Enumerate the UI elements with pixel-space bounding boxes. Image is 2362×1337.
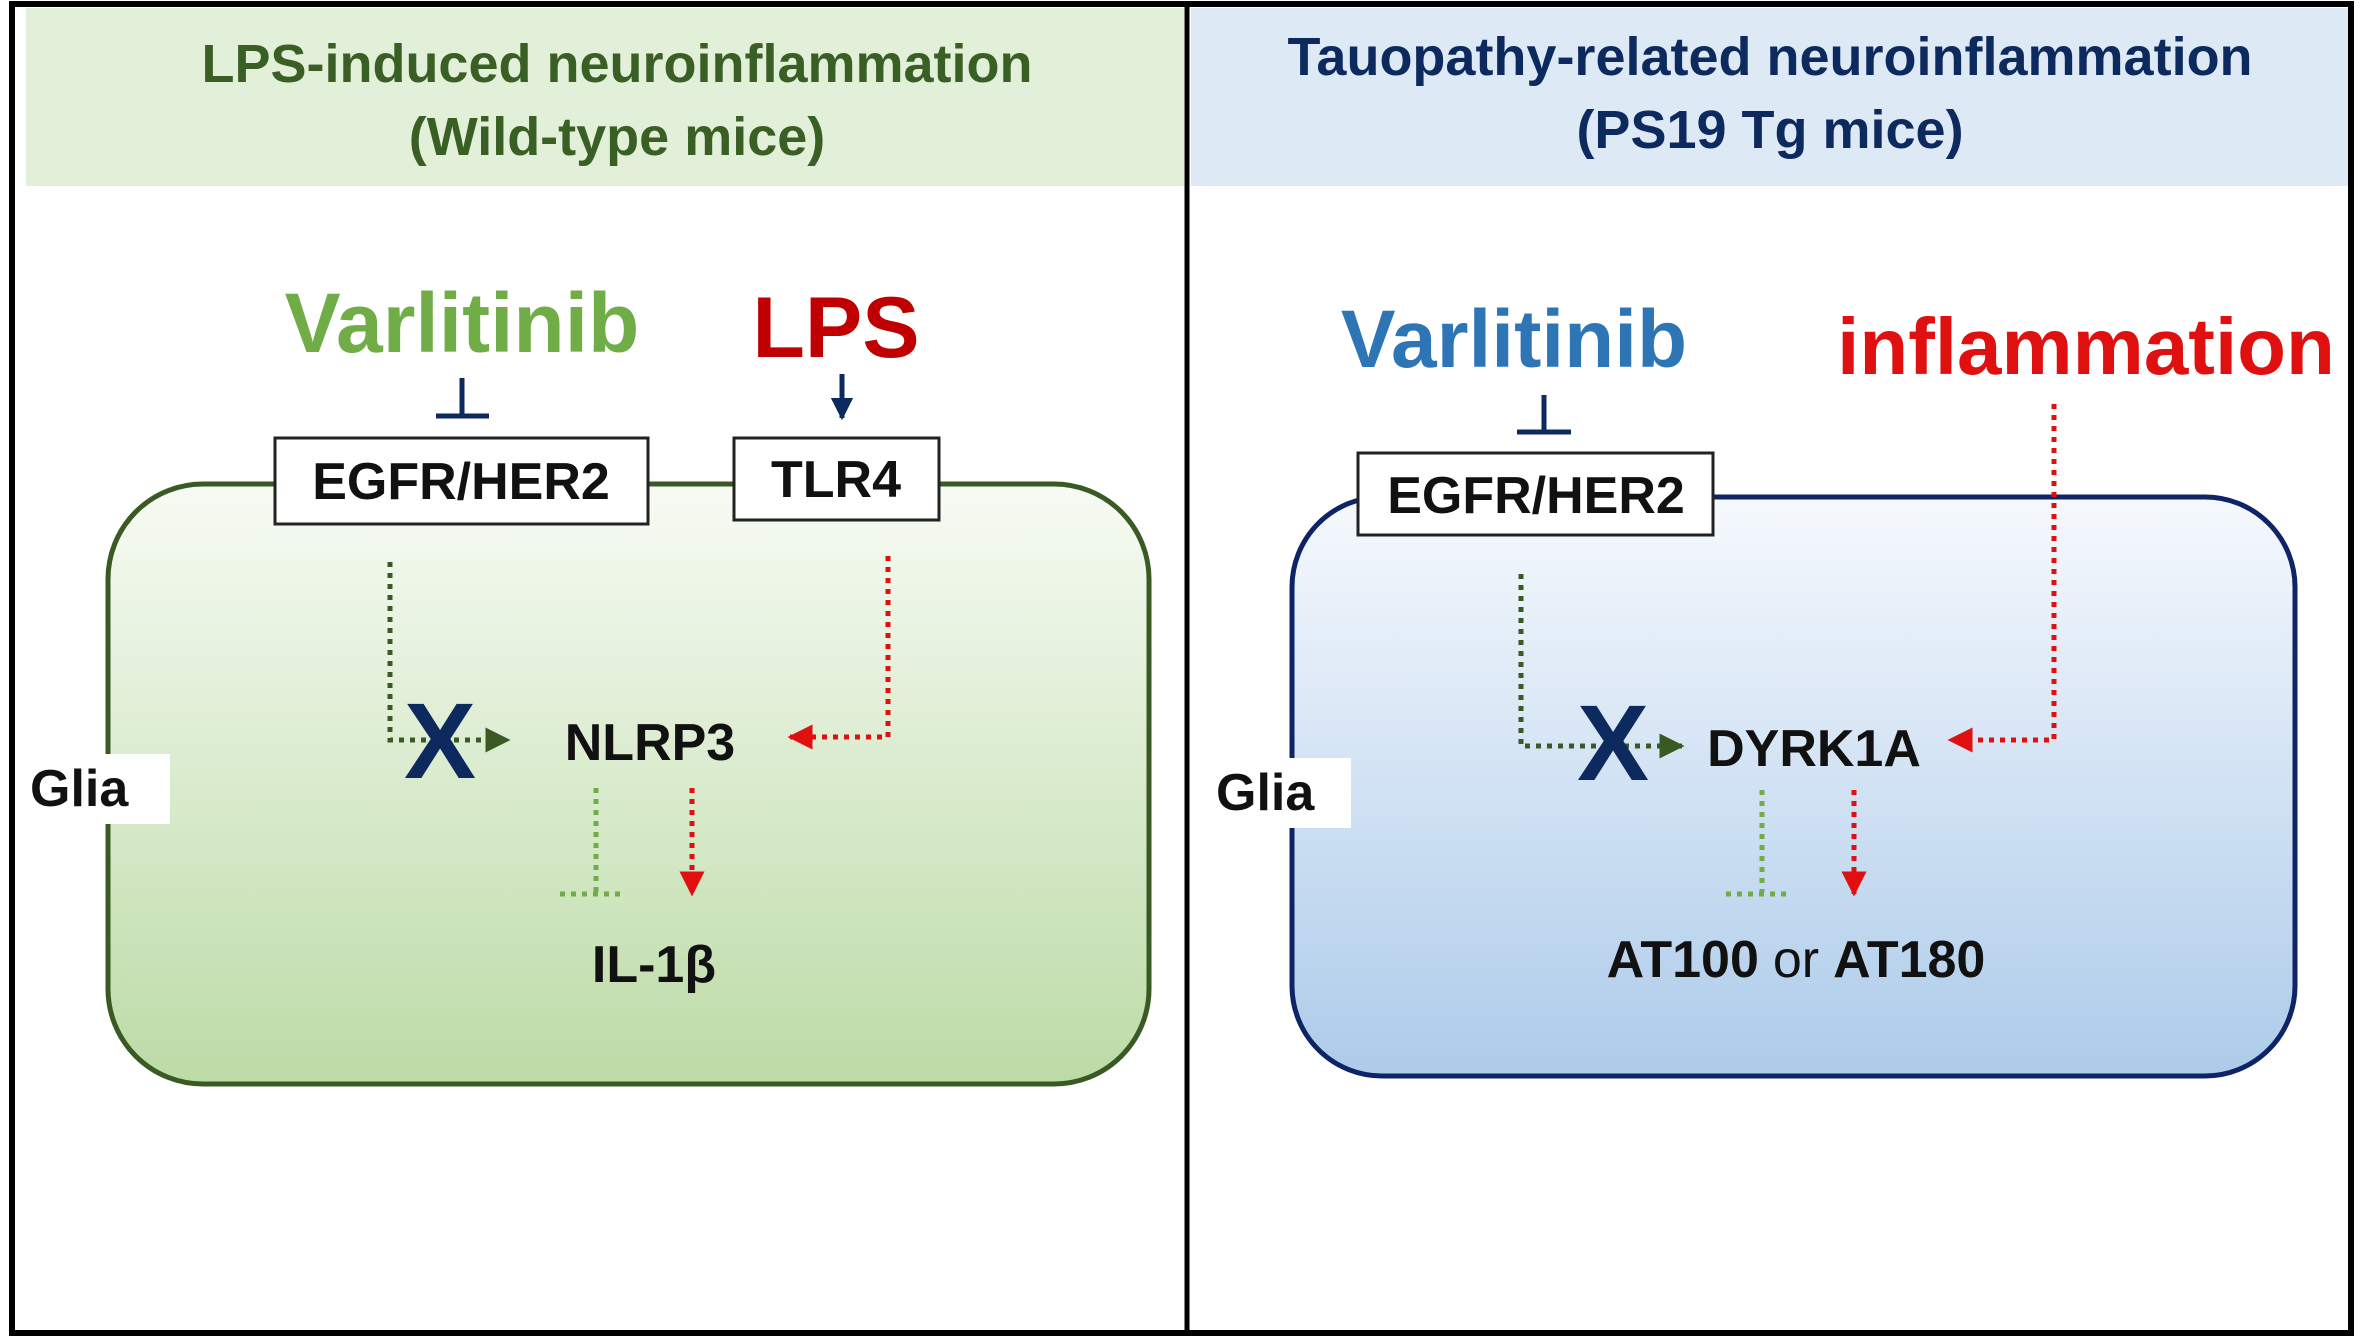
left-target-label: NLRP3 [565,714,735,772]
right-egfr-to-target-arrow [1518,574,1685,759]
left-inhibit-symbol [436,378,489,419]
left-receptor-tlr4-box [732,436,941,522]
left-tlr4-to-target-arrow [787,556,891,750]
left-glia-cell [105,481,1152,1087]
right-block-x: X [1577,682,1649,803]
right-inhibit-symbol [1517,395,1571,435]
left-drug-label: Varlitinib [285,276,640,370]
left-header-band [26,8,1184,186]
right-header-line1: Tauopathy-related neuroinflammation [1287,27,2252,87]
right-output-or: or [1773,931,1819,989]
right-glia-cell [1289,494,2298,1079]
left-glia-label: Glia [30,760,129,818]
right-drug-label: Varlitinib [1341,294,1687,385]
right-header-band [1191,8,2348,186]
right-receptor-egfr-label: EGFR/HER2 [1387,467,1685,525]
left-stimulus-label: LPS [752,280,919,376]
right-stimulus-label: inflammation [1837,302,2335,391]
right-target-label: DYRK1A [1707,720,1921,778]
right-panel: Tauopathy-related neuroinflammation (PS1… [1186,8,2348,1079]
outer-frame [9,1,2354,1336]
right-glia-label-bg [1186,758,1351,828]
left-panel: LPS-induced neuroinflammation (Wild-type… [14,8,1184,1087]
right-output-b: AT180 [1833,931,1985,989]
left-egfr-to-target-arrow [387,562,511,753]
left-receptor-egfr-label: EGFR/HER2 [312,453,610,511]
left-output-label: IL-1β [592,936,716,994]
left-glia-label-bg [14,754,170,824]
right-header-line2: (PS19 Tg mice) [1576,100,1963,160]
left-receptor-tlr4-label: TLR4 [771,451,901,509]
left-block-x: X [404,680,476,801]
right-inflammation-to-target-arrow [1947,404,2057,753]
left-header-line2: (Wild-type mice) [409,107,826,167]
left-receptor-egfr-box [273,436,650,526]
right-receptor-egfr-box [1356,451,1715,537]
left-header-line1: LPS-induced neuroinflammation [201,34,1032,94]
right-output-a: AT100 [1607,931,1759,989]
right-glia-label: Glia [1216,764,1315,822]
